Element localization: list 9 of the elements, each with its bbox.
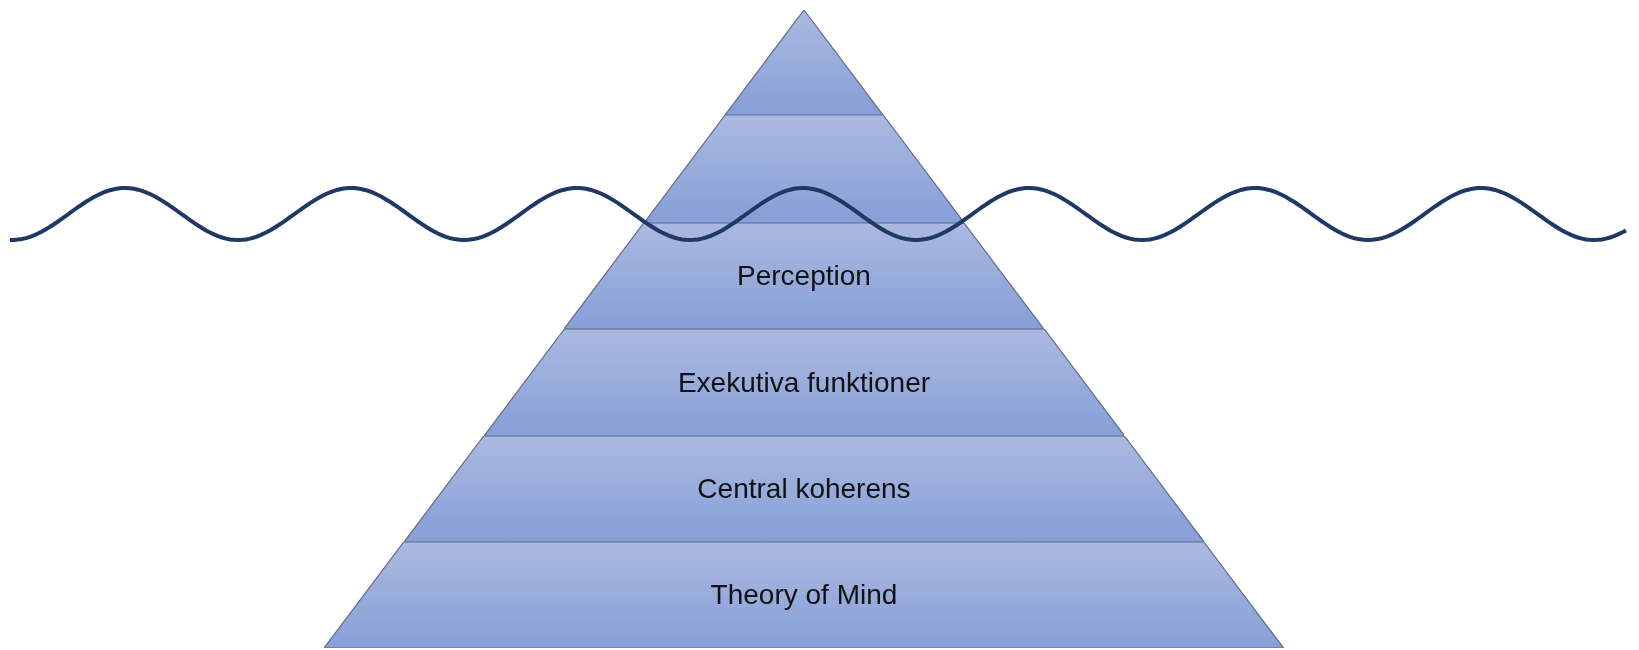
pyramid-band: [403, 436, 1205, 542]
level-label: Central koherens: [697, 473, 911, 505]
pyramid-top-triangle: [725, 10, 883, 115]
level-label: Exekutiva funktioner: [677, 366, 931, 399]
level-label: Theory of Mind: [710, 579, 898, 611]
pyramid-band: [324, 542, 1284, 648]
pyramid-band: [564, 223, 1044, 329]
level-label: Perception: [737, 260, 871, 292]
pyramid-band: [483, 329, 1125, 436]
